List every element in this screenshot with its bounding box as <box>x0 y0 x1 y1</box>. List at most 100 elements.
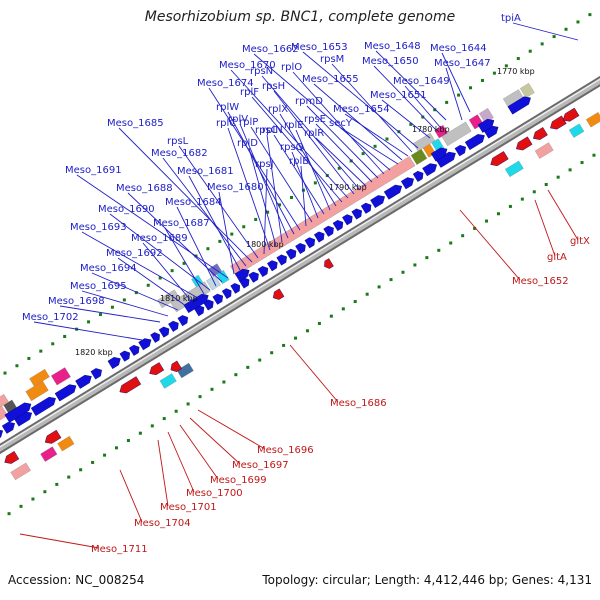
reverse-gene-label[interactable]: Meso_1704 <box>134 518 191 529</box>
reverse-gene-arrow[interactable] <box>170 360 182 372</box>
forward-gene-label[interactable]: Meso_1670 <box>219 60 276 71</box>
forward-gene-arrow[interactable] <box>1 421 15 434</box>
gene-labels[interactable]: tpiAMeso_1644Meso_1647Meso_1648Meso_1649… <box>22 13 590 555</box>
reverse-gene-arrow[interactable] <box>550 115 567 130</box>
forward-gene-arrow[interactable] <box>295 243 306 255</box>
forward-gene-arrow[interactable] <box>360 202 372 214</box>
reverse-gene-arrow[interactable] <box>515 136 533 151</box>
forward-gene-arrow[interactable] <box>248 271 259 283</box>
forward-gene-label[interactable]: Meso_1682 <box>151 148 208 159</box>
forward-gene-label[interactable]: Meso_1662 <box>242 44 299 55</box>
forward-gene-label[interactable]: Meso_1689 <box>131 233 188 244</box>
forward-gene-arrow[interactable] <box>285 248 297 260</box>
reverse-gene-arrow[interactable] <box>4 450 20 464</box>
forward-gene-label[interactable]: Meso_1685 <box>107 118 164 129</box>
forward-gene-arrow[interactable] <box>90 368 102 380</box>
forward-gene-label[interactable]: rplX <box>268 104 288 115</box>
forward-gene-label[interactable]: rpsH <box>262 81 285 92</box>
forward-gene-arrow[interactable] <box>257 266 269 278</box>
forward-gene-label[interactable]: Meso_1702 <box>22 312 79 323</box>
forward-gene-label[interactable]: tpiA <box>501 13 521 24</box>
reverse-gene-arrow[interactable] <box>272 288 285 300</box>
forward-gene-label[interactable]: rplN <box>262 125 283 136</box>
forward-gene-label[interactable]: rplC <box>216 118 236 129</box>
forward-gene-arrow[interactable] <box>183 293 209 314</box>
forward-gene-label[interactable]: rplE <box>284 120 304 131</box>
reverse-gene-arrow[interactable] <box>44 429 62 444</box>
forward-gene-arrow[interactable] <box>304 237 316 249</box>
forward-gene-arrow[interactable] <box>230 283 241 294</box>
forward-gene-arrow[interactable] <box>276 254 287 266</box>
forward-gene-label[interactable]: Meso_1644 <box>430 43 487 54</box>
forward-gene-label[interactable]: rpsQ <box>280 142 304 153</box>
forward-gene-label[interactable]: Meso_1693 <box>70 222 127 233</box>
forward-gene-label[interactable]: rplO <box>281 62 302 73</box>
reverse-gene-label[interactable]: Meso_1711 <box>91 544 148 555</box>
forward-gene-label[interactable]: Meso_1680 <box>207 182 264 193</box>
forward-gene-arrow[interactable] <box>119 350 131 362</box>
forward-gene-arrow[interactable] <box>313 231 325 243</box>
forward-gene-arrow[interactable] <box>454 145 466 157</box>
forward-gene-arrow[interactable] <box>75 374 92 389</box>
forward-gene-label[interactable]: Meso_1650 <box>362 56 419 67</box>
reverse-gene-label[interactable]: Meso_1700 <box>186 488 243 499</box>
forward-gene-label[interactable]: rplB <box>289 156 309 167</box>
forward-gene-arrow[interactable] <box>400 177 415 190</box>
reverse-gene-arrow[interactable] <box>119 376 142 394</box>
reverse-gene-label[interactable]: Meso_1697 <box>232 460 289 471</box>
forward-gene-label[interactable]: Meso_1649 <box>393 76 450 87</box>
forward-gene-label[interactable]: rpmD <box>295 96 323 107</box>
forward-gene-label[interactable]: rpsM <box>320 54 344 65</box>
forward-gene-label[interactable]: Meso_1692 <box>106 248 163 259</box>
forward-gene-arrow[interactable] <box>507 96 531 115</box>
reverse-gene-arrow[interactable] <box>490 151 509 167</box>
forward-gene-arrow[interactable] <box>383 184 403 200</box>
forward-gene-label[interactable]: Meso_1688 <box>116 183 173 194</box>
forward-gene-label[interactable]: Meso_1674 <box>197 78 254 89</box>
forward-gene-arrow[interactable] <box>351 208 362 220</box>
forward-gene-label[interactable]: rplD <box>237 138 258 149</box>
forward-gene-arrow[interactable] <box>464 134 485 151</box>
forward-gene-arrow[interactable] <box>4 402 32 423</box>
reverse-gene-label[interactable]: gltX <box>570 236 590 247</box>
reverse-gene-arrow[interactable] <box>533 127 548 140</box>
forward-gene-label[interactable]: rplV <box>228 114 248 125</box>
gene-arrows[interactable] <box>0 96 580 464</box>
forward-gene-label[interactable]: secY <box>329 118 353 129</box>
forward-gene-arrow[interactable] <box>158 326 170 338</box>
reverse-gene-label[interactable]: Meso_1652 <box>512 276 569 287</box>
forward-gene-arrow[interactable] <box>422 163 438 177</box>
forward-gene-arrow[interactable] <box>323 225 334 237</box>
forward-gene-arrow[interactable] <box>267 260 278 272</box>
forward-gene-arrow[interactable] <box>177 315 189 327</box>
forward-gene-label[interactable]: rplF <box>240 87 259 98</box>
forward-gene-label[interactable]: rpsJ <box>255 159 274 170</box>
reverse-gene-label[interactable]: Meso_1701 <box>160 502 217 513</box>
reverse-gene-label[interactable]: Meso_1699 <box>210 475 267 486</box>
forward-gene-arrow[interactable] <box>107 357 121 369</box>
forward-gene-arrow[interactable] <box>234 268 250 282</box>
forward-gene-label[interactable]: rpsE <box>304 114 326 125</box>
forward-gene-label[interactable]: Meso_1691 <box>65 165 122 176</box>
forward-gene-arrow[interactable] <box>212 293 223 305</box>
forward-gene-arrow[interactable] <box>0 429 4 450</box>
forward-gene-label[interactable]: Meso_1681 <box>177 166 234 177</box>
forward-gene-arrow[interactable] <box>221 288 232 299</box>
forward-gene-arrow[interactable] <box>370 195 386 209</box>
forward-gene-label[interactable]: Meso_1687 <box>153 218 210 229</box>
forward-gene-label[interactable]: rpsC <box>255 125 278 136</box>
forward-gene-label[interactable]: Meso_1695 <box>70 281 127 292</box>
reverse-gene-arrow[interactable] <box>149 362 165 376</box>
forward-gene-label[interactable]: rpsL <box>167 136 189 147</box>
reverse-gene-label[interactable]: gltA <box>547 252 567 263</box>
forward-gene-arrow[interactable] <box>412 170 424 182</box>
reverse-gene-label[interactable]: Meso_1696 <box>257 445 314 456</box>
forward-gene-label[interactable]: Meso_1655 <box>302 74 359 85</box>
forward-gene-label[interactable]: Meso_1654 <box>333 104 390 115</box>
forward-gene-arrow[interactable] <box>150 332 160 343</box>
reverse-gene-arrow[interactable] <box>562 107 580 122</box>
forward-gene-arrow[interactable] <box>54 384 77 402</box>
forward-gene-arrow[interactable] <box>128 344 140 356</box>
forward-gene-arrow[interactable] <box>138 338 152 351</box>
forward-gene-arrow[interactable] <box>332 220 344 232</box>
